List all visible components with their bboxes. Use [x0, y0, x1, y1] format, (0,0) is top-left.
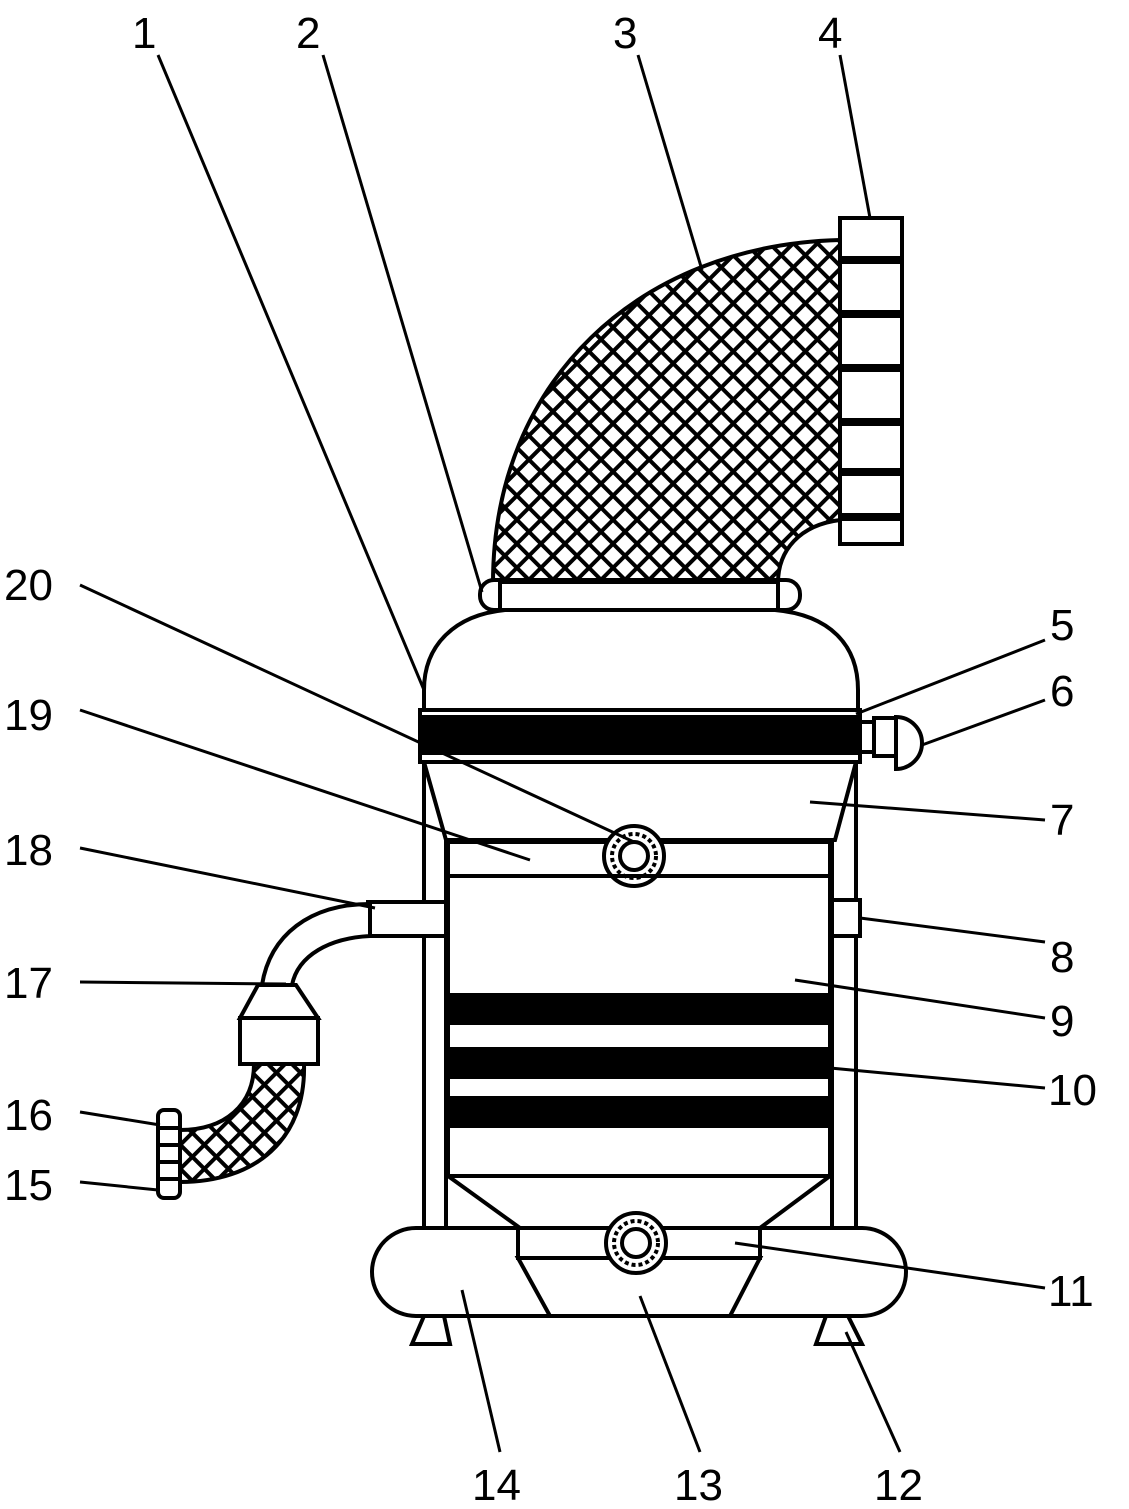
mesh-elbow-duct [490, 237, 842, 585]
main-chamber [446, 874, 832, 1178]
inlet-pipe [259, 900, 448, 987]
nozzle [156, 1108, 182, 1200]
right-side-stub [830, 898, 862, 938]
label-4: 4 [818, 9, 842, 58]
label-14: 14 [472, 1461, 521, 1509]
left-foot [408, 1314, 453, 1346]
label-18: 18 [4, 826, 53, 875]
label-8: 8 [1050, 933, 1074, 982]
filter-bands [447, 993, 831, 1128]
label-17: 17 [4, 959, 53, 1008]
label-10: 10 [1048, 1066, 1097, 1115]
side-gauge [858, 714, 924, 772]
label-16: 16 [4, 1091, 53, 1140]
collection-funnel [514, 1256, 764, 1318]
label-9: 9 [1050, 997, 1074, 1046]
label-7: 7 [1050, 796, 1074, 845]
lower-rotor [604, 1211, 668, 1275]
label-5: 5 [1050, 601, 1074, 650]
right-foot [813, 1314, 866, 1346]
top-dome [422, 608, 860, 714]
leader-lines [79, 54, 1046, 1453]
mesh-hose [178, 1062, 307, 1185]
label-2: 2 [296, 9, 320, 58]
label-11: 11 [1048, 1267, 1094, 1316]
label-13: 13 [674, 1461, 723, 1509]
label-15: 15 [4, 1161, 53, 1210]
upper-black-band [418, 708, 862, 764]
upper-taper-chamber [421, 760, 859, 842]
lower-hopper [446, 1174, 832, 1230]
label-1: 1 [132, 9, 156, 58]
hose-connector [236, 983, 322, 1066]
top-collar [478, 578, 802, 612]
label-6: 6 [1050, 667, 1074, 716]
label-3: 3 [613, 9, 637, 58]
label-20: 20 [4, 561, 53, 610]
outlet-flange [838, 216, 904, 546]
part-labels: 1 2 3 4 5 6 7 8 9 10 11 12 13 14 15 16 1… [4, 9, 1097, 1509]
label-19: 19 [4, 691, 53, 740]
label-12: 12 [874, 1461, 923, 1509]
upper-rotor [602, 824, 666, 888]
